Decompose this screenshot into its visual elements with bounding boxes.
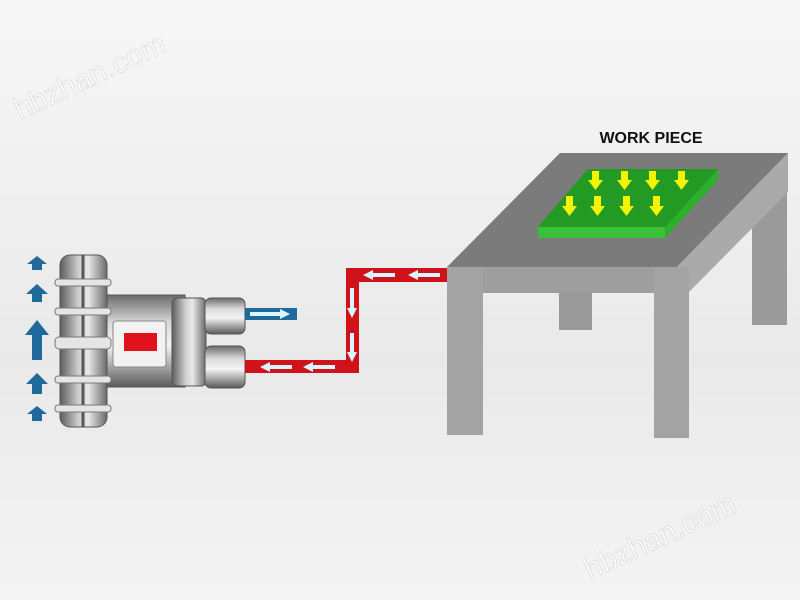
suction-arrows	[562, 171, 689, 216]
arrow-down-icon	[674, 171, 689, 190]
vacuum-blower	[54, 254, 246, 428]
exhaust-arrows	[25, 256, 49, 421]
arrow-down-icon	[645, 171, 660, 190]
work-piece-label: WORK PIECE	[599, 130, 702, 147]
arrow-down-icon	[619, 196, 634, 216]
exhaust-pipe	[245, 308, 297, 320]
arrow-left-icon	[408, 270, 440, 280]
arrow-down-icon	[590, 196, 605, 216]
arrow-up-icon	[27, 406, 47, 421]
vacuum-pipe	[245, 268, 447, 373]
arrow-down-icon	[649, 196, 664, 216]
arrow-left-icon	[363, 270, 395, 280]
arrow-down-icon	[562, 196, 577, 216]
watermark: hbzhan.com	[579, 487, 741, 586]
arrow-up-icon	[25, 320, 49, 360]
arrow-down-icon	[588, 171, 603, 190]
watermark: hbzhan.com	[9, 27, 171, 126]
arrow-left-icon	[260, 362, 292, 372]
arrow-up-icon	[26, 373, 48, 394]
arrow-down-icon	[347, 288, 357, 318]
arrow-left-icon	[303, 362, 335, 372]
arrow-up-icon	[27, 256, 47, 270]
work-piece	[538, 169, 718, 238]
red-display	[124, 333, 157, 351]
arrow-up-icon	[26, 284, 48, 302]
arrow-right-icon	[250, 309, 290, 319]
arrow-down-icon	[617, 171, 632, 190]
arrow-down-icon	[347, 333, 357, 362]
